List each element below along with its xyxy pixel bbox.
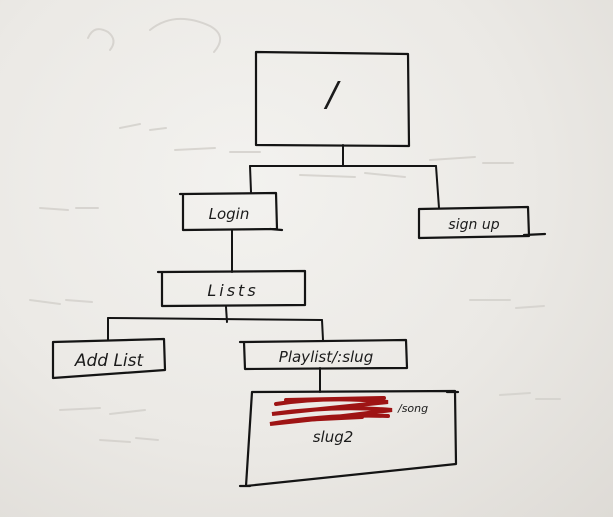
- node-signup-box: [417, 205, 547, 240]
- node-song-label: slug2: [313, 428, 354, 446]
- connector-to-signup: [435, 165, 440, 209]
- red-scribble-strikeout: [269, 396, 393, 426]
- node-playlist: Playlist/:slug: [238, 338, 409, 371]
- connector-lists-branch: [107, 317, 323, 321]
- node-add-list-label: Add List: [74, 351, 145, 371]
- node-song-box: [238, 389, 460, 488]
- node-root: /: [254, 50, 411, 148]
- node-lists-box: [156, 269, 307, 308]
- node-root-label: /: [323, 75, 341, 115]
- node-lists: Lists: [156, 269, 307, 308]
- node-login: Login: [178, 191, 284, 232]
- node-login-box: [178, 191, 284, 232]
- node-lists-label: Lists: [207, 281, 258, 300]
- node-root-box: [254, 50, 411, 148]
- connector-to-playlist: [321, 319, 324, 341]
- connectors: [107, 144, 440, 393]
- node-add-list-box: [51, 337, 167, 380]
- node-playlist-box: [238, 338, 409, 371]
- connector-to-login: [249, 165, 252, 193]
- node-add-list: Add List: [51, 337, 167, 380]
- node-song: /song slug2: [238, 389, 460, 488]
- node-playlist-label: Playlist/:slug: [279, 348, 373, 366]
- node-signup: sign up: [417, 205, 547, 240]
- node-login-label: Login: [209, 205, 250, 223]
- node-song-route-suffix: /song: [397, 402, 428, 415]
- node-signup-label: sign up: [448, 217, 499, 233]
